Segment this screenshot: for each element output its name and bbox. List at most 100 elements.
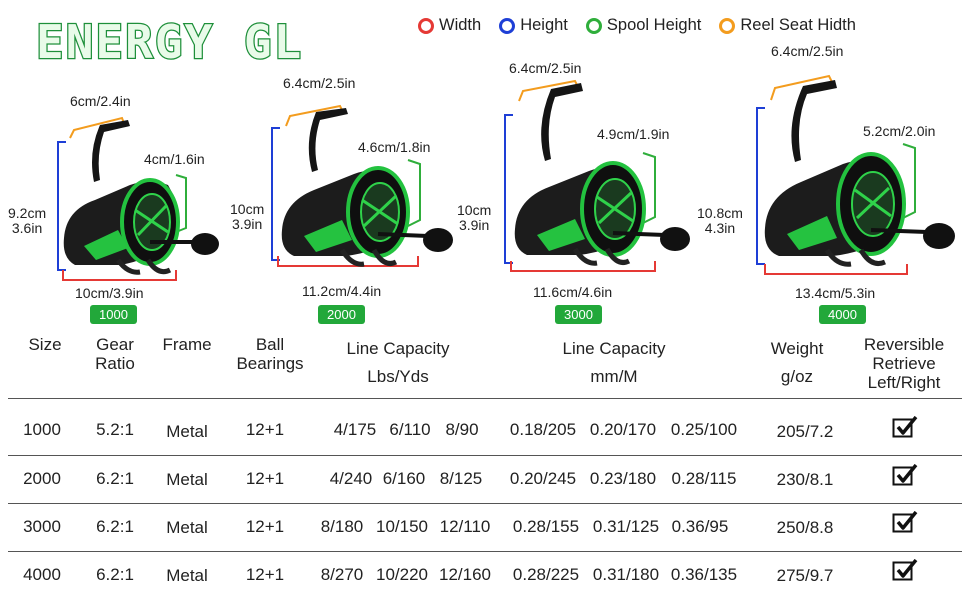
header-weight: Weight g/oz [770,339,824,386]
cell-mm-3: 0.28/115 [671,469,737,488]
legend-label: Reel Seat Hidth [740,16,856,34]
size-badge: 4000 [819,305,866,324]
header-line-capacity-mm: Line Capacity mm/M [562,339,666,386]
header-gear-ratio: Gear Ratio [95,335,135,373]
checkbox-checked-icon [892,511,918,533]
reel-1000: 6cm/2.4in 9.2cm 3.6in 4cm/1.6in 10cm/3.9… [0,60,240,325]
cell-size: 3000 [23,517,61,536]
cell-weight: 205/7.2 [776,422,834,441]
cell-ball-bearings: 12+1 [245,420,285,439]
cell-weight: 275/9.7 [776,566,834,585]
seat-width-label: 6cm/2.4in [70,93,131,109]
legend-item-spool-height: Spool Height [585,16,702,35]
size-badge: 3000 [555,305,602,324]
cell-weight: 230/8.1 [776,470,834,489]
cell-frame: Metal [166,566,208,585]
reel-illustration [756,74,955,275]
cell-mm-3: 0.25/100 [670,420,738,439]
logo-title: ENERGY GL [36,15,303,69]
legend-item-width: Width [418,16,481,35]
legend-item-height: Height [499,16,568,35]
width-label: 11.6cm/4.6in [533,284,613,300]
cell-lbs-3: 12/110 [439,517,491,536]
row-divider [8,503,962,504]
legend-label: Width [439,16,482,34]
cell-gear-ratio: 5.2:1 [96,420,134,439]
cell-mm-1: 0.18/205 [509,420,577,439]
reel-3000: 6.4cm/2.5in 10cm 3.9in 4.9cm/1.9in 11.6c… [455,55,715,325]
cell-frame: Metal [166,518,208,537]
cell-lbs-2: 6/110 [389,420,431,439]
height-label: 10.8cm 4.3in [697,205,743,236]
checkbox-checked-icon [892,416,918,438]
blue-ring-icon [499,17,516,34]
cell-gear-ratio: 6.2:1 [96,469,134,488]
cell-mm-3: 0.36/135 [670,565,738,584]
cell-size: 4000 [23,565,61,584]
cell-size: 1000 [23,420,61,439]
header-size: Size [28,335,62,354]
orange-ring-icon [719,17,736,34]
red-ring-icon [418,17,434,34]
cell-mm-1: 0.28/155 [512,517,580,536]
legend-label: Spool Height [606,16,702,34]
cell-mm-3: 0.36/95 [671,517,729,536]
size-badge: 1000 [90,305,137,324]
checkbox-checked-icon [892,559,918,581]
cell-lbs-2: 10/220 [376,565,428,584]
cell-lbs-1: 4/240 [329,469,373,488]
reel-2000: 6.4cm/2.5in 10cm 3.9in 4.6cm/1.8in 11.2c… [228,60,478,325]
legend-item-reel-seat: Reel Seat Hidth [719,16,856,35]
height-label: 9.2cm 3.6in [8,205,47,236]
cell-lbs-2: 10/150 [376,517,428,536]
height-label: 10cm 3.9in [457,202,492,233]
cell-gear-ratio: 6.2:1 [96,517,134,536]
spool-height-label: 5.2cm/2.0in [863,123,936,139]
cell-lbs-3: 8/90 [445,420,479,439]
cell-ball-bearings: 12+1 [245,565,285,584]
cell-mm-2: 0.20/170 [589,420,657,439]
row-divider [8,398,962,399]
cell-frame: Metal [166,470,208,489]
cell-size: 2000 [23,469,61,488]
cell-weight: 250/8.8 [776,518,834,537]
row-divider [8,455,962,456]
header-reversible: Reversible Retrieve Left/Right [863,335,945,392]
seat-width-label: 6.4cm/2.5in [283,75,356,91]
cell-ball-bearings: 12+1 [245,517,285,536]
height-label: 10cm 3.9in [230,201,265,232]
cell-lbs-1: 4/175 [333,420,377,439]
cell-mm-2: 0.23/180 [589,469,657,488]
dimension-legend: Width Height Spool Height Reel Seat Hidt… [418,16,856,35]
header-frame: Frame [162,335,212,354]
seat-width-label: 6.4cm/2.5in [771,43,844,59]
width-label: 13.4cm/5.3in [795,285,876,301]
green-ring-icon [585,17,602,34]
reel-illustration [57,116,219,281]
cell-ball-bearings: 12+1 [245,469,285,488]
reel-illustration [271,104,453,267]
brand-logo: ENERGY GL [35,14,303,71]
cell-mm-2: 0.31/125 [592,517,660,536]
cell-frame: Metal [166,422,208,441]
cell-lbs-1: 8/180 [320,517,364,536]
reel-illustration [504,79,690,272]
cell-mm-1: 0.20/245 [509,469,577,488]
seat-width-label: 6.4cm/2.5in [509,60,582,76]
checkbox-checked-icon [892,464,918,486]
cell-lbs-3: 8/125 [439,469,483,488]
size-badge: 2000 [318,305,365,324]
spool-height-label: 4.6cm/1.8in [358,139,431,155]
cell-lbs-2: 6/160 [382,469,426,488]
cell-mm-1: 0.28/225 [512,565,580,584]
spool-height-label: 4cm/1.6in [144,151,205,167]
cell-gear-ratio: 6.2:1 [96,565,134,584]
width-label: 10cm/3.9in [75,285,144,301]
cell-mm-2: 0.31/180 [592,565,660,584]
spool-height-label: 4.9cm/1.9in [597,126,670,142]
header-ball-bearings: Ball Bearings [236,335,304,373]
cell-lbs-3: 12/160 [439,565,491,584]
header-line-capacity-lbs: Line Capacity Lbs/Yds [346,339,450,386]
width-label: 11.2cm/4.4in [302,283,382,299]
legend-label: Height [520,16,568,34]
